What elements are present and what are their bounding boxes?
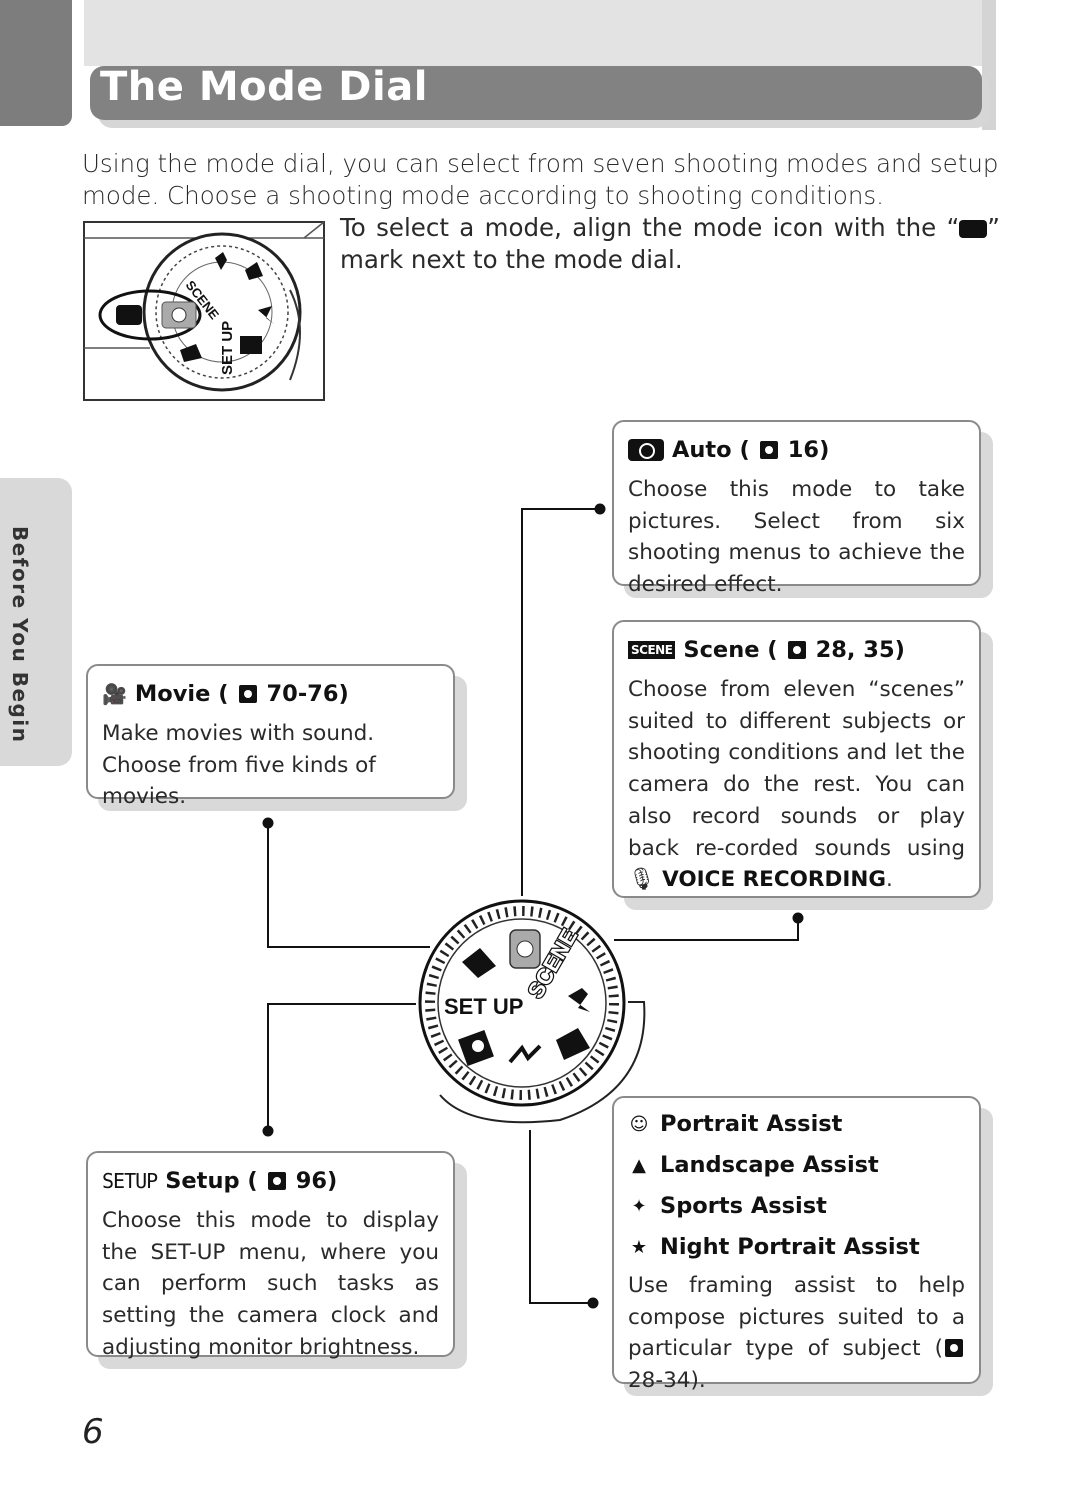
corner-tab	[0, 0, 72, 126]
assist-modes-box: ☺ Portrait Assist ▲ Landscape Assist ✦ S…	[612, 1096, 981, 1393]
small-dial-illustration: SCENE SET UP	[83, 221, 325, 401]
scene-mode-description: Choose from eleven “scenes” suited to di…	[628, 674, 965, 896]
setup-mode-description: Choose this mode to display the SET-UP m…	[102, 1208, 439, 1360]
page-number: 6	[82, 1412, 104, 1452]
movie-mode-description: Make movies with sound. Choose from five…	[102, 721, 376, 810]
reference-icon	[759, 441, 778, 459]
auto-title-label: Auto (	[672, 437, 750, 463]
scene-body-end: .	[885, 867, 893, 893]
portrait-icon: ☺	[629, 1113, 649, 1135]
setup-ref: 96)	[295, 1168, 338, 1194]
assist-item-night-portrait: ★ Night Portrait Assist	[628, 1227, 965, 1268]
scene-mode-box: SCENE Scene ( 28, 35) Choose from eleven …	[612, 620, 981, 898]
intro-instruction: To select a mode, align the mode icon wi…	[340, 212, 1000, 276]
reference-icon	[945, 1339, 963, 1358]
movie-title-label: Movie (	[134, 681, 229, 707]
reference-icon	[238, 685, 257, 703]
header-background	[84, 0, 996, 130]
reference-icon	[787, 641, 806, 659]
auto-mode-box: Auto ( 16) Choose this mode to take pictu…	[612, 420, 981, 597]
auto-mode-title: Auto ( 16)	[628, 436, 965, 464]
intro-instruction-a: To select a mode, align the mode icon wi…	[340, 213, 960, 242]
scene-ref: 28, 35)	[815, 637, 905, 663]
assist-item-label: Portrait Assist	[660, 1111, 843, 1137]
sports-icon: ✦	[631, 1195, 647, 1217]
connector-lines	[262, 503, 804, 1309]
scene-icon: SCENE	[628, 641, 676, 659]
scene-mode-title: SCENE Scene ( 28, 35)	[628, 636, 965, 664]
reference-icon	[267, 1172, 286, 1190]
scene-title-label: Scene (	[683, 637, 778, 663]
dial-setup-label: SET UP	[444, 994, 523, 1019]
assist-item-label: Sports Assist	[660, 1193, 827, 1219]
side-tab-label: Before You Begin	[8, 526, 32, 744]
auto-mode-description: Choose this mode to take pictures. Selec…	[628, 477, 965, 598]
setup-icon: SETUP	[102, 1169, 158, 1193]
movie-mode-title: 🎥 Movie ( 70-76)	[102, 680, 439, 708]
mark-icon	[959, 220, 988, 238]
assist-body-text: Use framing assist to help compose pictu…	[628, 1273, 965, 1362]
title-bar	[90, 66, 982, 120]
auto-ref: 16)	[787, 437, 830, 463]
assist-item-portrait: ☺ Portrait Assist	[628, 1104, 965, 1145]
assist-item-sports: ✦ Sports Assist	[628, 1186, 965, 1227]
assist-item-label: Night Portrait Assist	[660, 1234, 920, 1260]
night-portrait-icon: ★	[630, 1236, 648, 1258]
voice-recording-label: VOICE RECORDING	[662, 867, 886, 893]
intro-instruction-b: ” mark next to the mode dial.	[340, 213, 1000, 274]
movie-ref: 70-76)	[266, 681, 349, 707]
page-title: The Mode Dial	[100, 64, 428, 110]
assist-item-label: Landscape Assist	[660, 1152, 879, 1178]
setup-mode-box: SETUP Setup ( 96) Choose this mode to dis…	[86, 1151, 455, 1360]
assist-description: Use framing assist to help compose pictu…	[628, 1270, 965, 1397]
movie-mode-box: 🎥 Movie ( 70-76) Make movies with sound. …	[86, 664, 455, 809]
scene-body-text: Choose from eleven “scenes” suited to di…	[628, 677, 965, 861]
mode-dial-illustration: SCENE SET UP	[418, 899, 646, 1124]
assist-item-landscape: ▲ Landscape Assist	[628, 1145, 965, 1186]
intro-text: Using the mode dial, you can select from…	[82, 149, 999, 210]
movie-camera-icon: 🎥	[102, 682, 127, 706]
setup-mode-title: SETUP Setup ( 96)	[102, 1167, 439, 1195]
landscape-icon: ▲	[632, 1154, 646, 1176]
microphone-icon: 🎙	[628, 867, 656, 893]
assist-ref: 28-34).	[628, 1368, 706, 1394]
camera-icon	[628, 439, 664, 461]
setup-title-label: Setup (	[165, 1168, 258, 1194]
small-dial-setup-label: SET UP	[219, 321, 236, 375]
side-tab	[0, 478, 72, 766]
